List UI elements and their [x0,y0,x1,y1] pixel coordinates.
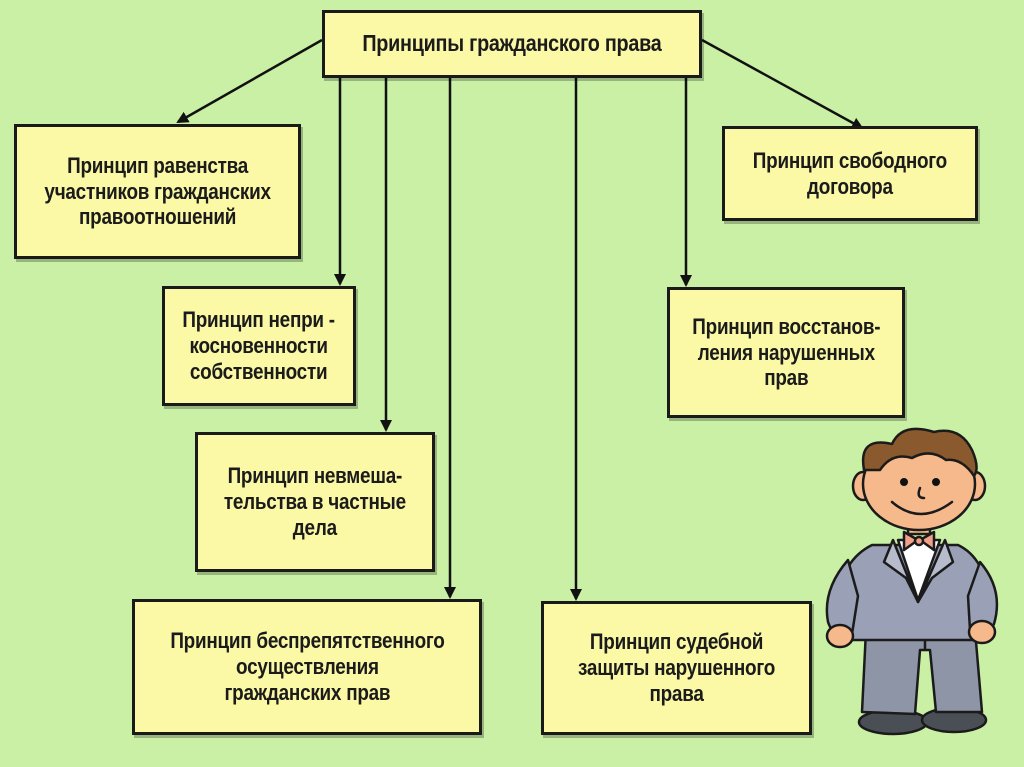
principle-text: Принцип беспрепятственного осуществления… [169,628,445,705]
arrow-to-free-contract [701,38,864,130]
principle-box-judicial: Принцип судебной защиты нарушенного прав… [541,601,812,735]
principle-box-restoration: Принцип восстанов- ления нарушенных прав [667,287,905,418]
principle-text: Принцип судебной защиты нарушенного прав… [578,629,775,706]
principle-text: Принцип невмеша- тельства в частные дела [223,463,407,540]
principle-text: Принцип свободного договора [752,147,948,199]
principle-text: Принцип непри - косновенности собственно… [182,307,336,384]
principle-box-unhindered: Принцип беспрепятственного осуществления… [132,599,482,735]
principle-text: Принцип равенства участников гражданских… [44,152,271,230]
arrow-to-equality [176,38,323,124]
principle-text: Принцип восстанов- ления нарушенных прав [692,313,880,391]
principle-box-inviolability: Принцип непри - косновенности собственно… [162,286,356,406]
principle-box-non-interference: Принцип невмеша- тельства в частные дела [195,432,435,572]
root-box: Принципы гражданского права [322,10,702,78]
principle-box-equality: Принцип равенства участников гражданских… [14,124,301,259]
root-title: Принципы гражданского права [362,30,662,57]
principle-box-free-contract: Принцип свободного договора [722,126,978,221]
